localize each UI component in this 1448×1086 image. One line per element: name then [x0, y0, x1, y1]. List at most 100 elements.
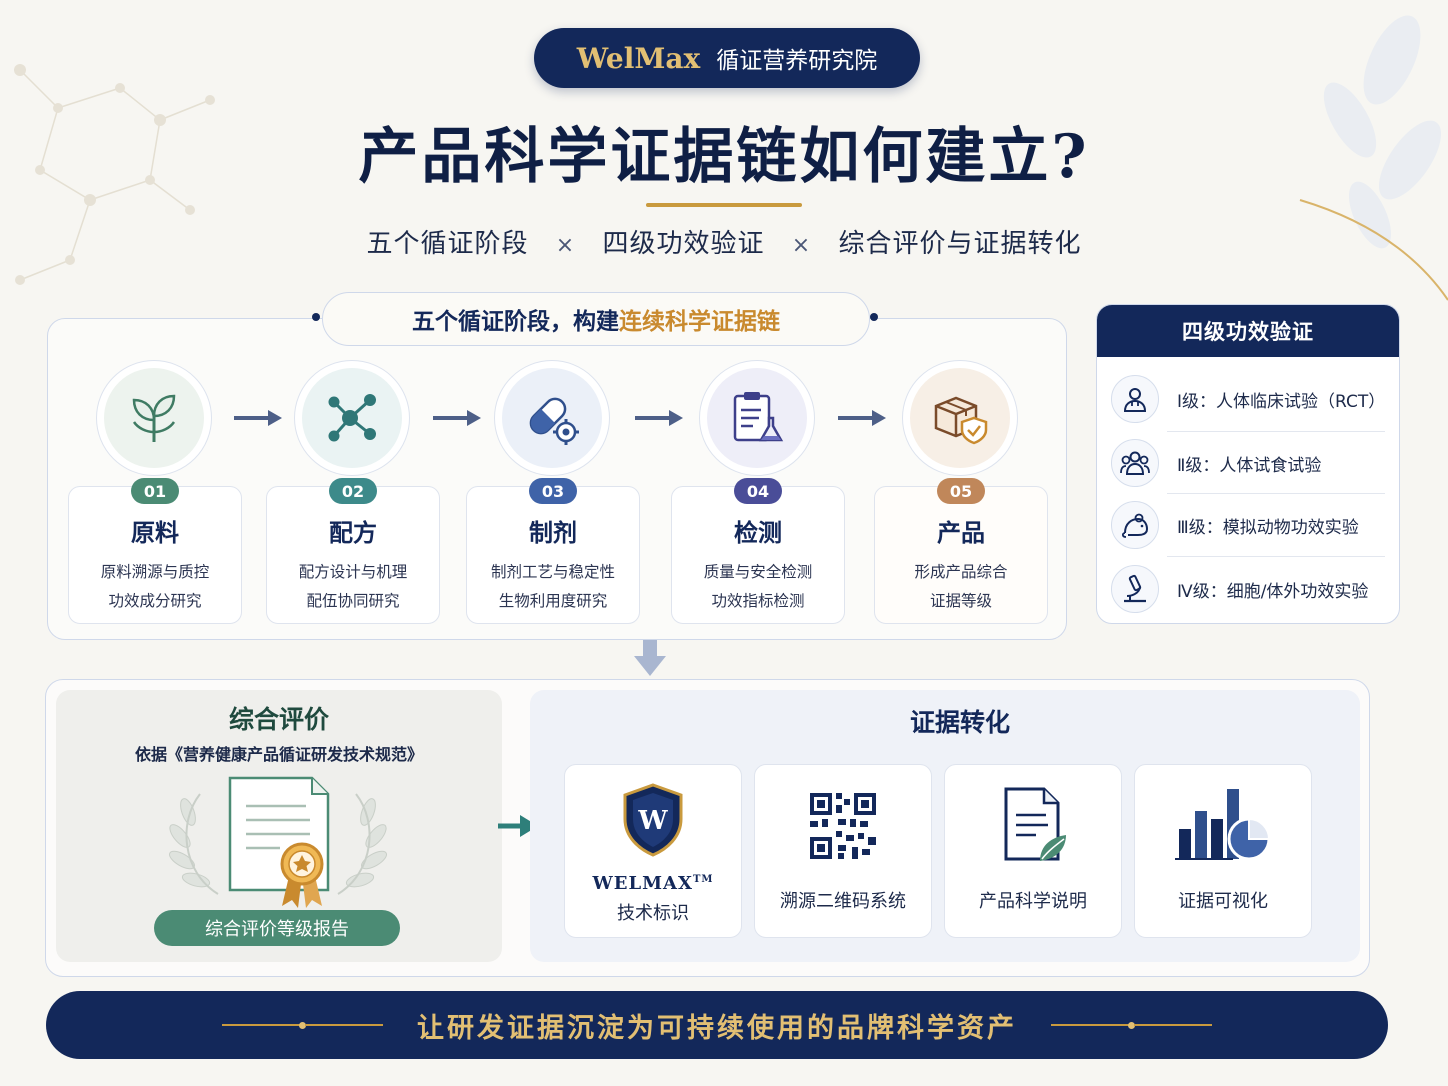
stage-card: 配方 配方设计与机理 配伍协同研究 [266, 486, 440, 624]
level-1-icon-badge [1111, 375, 1159, 423]
molecule-icon [328, 394, 376, 442]
arrow-right-icon [433, 410, 481, 426]
stage-5-circle [902, 360, 1018, 476]
stage-name: 制剂 [529, 518, 577, 547]
stage-number: 05 [937, 478, 985, 504]
footer-ornament-left [222, 1021, 383, 1029]
stage-desc-line-2: 功效指标检测 [711, 592, 805, 610]
stage-product: 05 产品 形成产品综合 证据等级 [874, 360, 1048, 624]
subtitle-part-3: 综合评价与证据转化 [838, 229, 1082, 259]
level-3-icon-badge [1111, 501, 1159, 549]
stage-desc-line-1: 配方设计与机理 [298, 563, 408, 581]
card-evidence-visualization: 证据可视化 [1134, 764, 1312, 938]
level-divider [1167, 431, 1385, 432]
ornament-right-line-1 [1051, 1024, 1129, 1026]
qr-code-icon [810, 793, 876, 859]
card-1-icon-wrap: W [565, 783, 741, 857]
subtitle-separator-2: × [791, 233, 812, 258]
stage-desc-line-2: 证据等级 [929, 592, 992, 610]
card-product-science-doc: 产品科学说明 [944, 764, 1122, 938]
stage-card: 产品 形成产品综合 证据等级 [874, 486, 1048, 624]
level-row-1: Ⅰ级：人体临床试验（RCT） [1111, 371, 1391, 427]
people-icon [1120, 451, 1150, 475]
bar-chart-icon [1175, 789, 1271, 861]
brand-name: WelMax [576, 41, 701, 75]
stage-head-dot-right [870, 313, 878, 321]
card-label: 证据可视化 [1178, 891, 1268, 912]
shield-letter: W [637, 806, 668, 836]
stages-heading: 五个循证阶段，构建连续科学证据链 [322, 292, 870, 346]
page-title: 产品科学证据链如何建立? [358, 122, 1090, 192]
stage-desc-line-2: 生物利用度研究 [498, 592, 608, 610]
card-3-icon-wrap [945, 785, 1121, 865]
level-label: Ⅱ级：人体试食试验 [1177, 455, 1322, 476]
card-welmax-mark: W WELMAXTM 技术标识 [564, 764, 742, 938]
ornament-right-dot [1128, 1021, 1135, 1029]
card-label: 产品科学说明 [979, 891, 1087, 912]
stage-card: 制剂 制剂工艺与稳定性 生物利用度研究 [466, 486, 640, 624]
shield-w-icon: W [623, 783, 683, 857]
subtitle-part-2: 四级功效验证 [602, 229, 765, 259]
arrow-right-icon [234, 410, 282, 426]
arrow-down-icon [634, 640, 666, 676]
stage-preparation: 03 制剂 制剂工艺与稳定性 生物利用度研究 [466, 360, 640, 624]
footer-ornament-right [1051, 1021, 1212, 1029]
capsule-gear-icon [529, 397, 579, 445]
stage-5-circle-inner [910, 368, 1010, 468]
welmax-wordmark-text: WELMAX [592, 873, 693, 894]
arrow-right-icon [498, 815, 538, 837]
welmax-wordmark: WELMAXTM [565, 873, 741, 894]
levels-title: 四级功效验证 [1097, 305, 1399, 357]
stage-4-description: 质量与安全检测 功效指标检测 [672, 558, 844, 616]
ornament-left-line-1 [222, 1024, 300, 1026]
level-label: Ⅲ级：模拟动物功效实验 [1177, 517, 1359, 538]
level-divider [1167, 556, 1385, 557]
stage-desc-line-2: 功效成分研究 [108, 592, 202, 610]
evaluation-report-badge: 综合评价等级报告 [154, 910, 400, 946]
microscope-icon [1124, 574, 1146, 603]
stage-number: 01 [131, 478, 179, 504]
doctor-icon [1123, 388, 1147, 412]
card-label: 溯源二维码系统 [780, 891, 906, 912]
stage-4-circle [699, 360, 815, 476]
arrow-right-icon [635, 410, 683, 426]
card-2-icon-wrap [755, 791, 931, 861]
footer-slogan: 让研发证据沉淀为可持续使用的品牌科学资产 [417, 1012, 1017, 1044]
ornament-right-line-2 [1134, 1024, 1212, 1026]
level-label: Ⅰ级：人体临床试验（RCT） [1177, 391, 1386, 412]
subtitle-part-1: 五个循证阶段 [366, 229, 529, 259]
stage-name: 检测 [734, 518, 782, 547]
stage-desc-line-1: 原料溯源与质控 [100, 563, 210, 581]
subtitle: 五个循证阶段 × 四级功效验证 × 综合评价与证据转化 [0, 223, 1448, 260]
stage-number: 04 [734, 478, 782, 504]
box-shield-icon [934, 396, 988, 445]
stage-3-description: 制剂工艺与稳定性 生物利用度研究 [467, 558, 639, 616]
document-leaf-icon [1004, 787, 1066, 861]
level-4-icon-badge [1111, 565, 1159, 613]
stage-2-description: 配方设计与机理 配伍协同研究 [267, 558, 439, 616]
stage-head-dot-left [312, 313, 320, 321]
stage-name: 原料 [131, 518, 179, 547]
stage-desc-line-1: 制剂工艺与稳定性 [490, 563, 615, 581]
stage-desc-line-1: 形成产品综合 [914, 563, 1008, 581]
stage-3-circle [494, 360, 610, 476]
stage-name: 产品 [937, 518, 985, 547]
ornament-left-dot [299, 1021, 306, 1029]
subtitle-separator-1: × [555, 233, 576, 258]
level-row-2: Ⅱ级：人体试食试验 [1111, 435, 1391, 491]
evaluation-basis: 依据《营养健康产品循证研发技术规范》 [134, 745, 423, 764]
arrow-right-icon [838, 410, 886, 426]
stage-1-description: 原料溯源与质控 功效成分研究 [69, 558, 241, 616]
stage-desc-line-2: 配伍协同研究 [306, 592, 400, 610]
brand-pill: WelMax 循证营养研究院 [534, 28, 920, 88]
stage-1-circle [96, 360, 212, 476]
stage-formula: 02 配方 配方设计与机理 配伍协同研究 [266, 360, 440, 624]
stage-4-circle-inner [707, 368, 807, 468]
transformation-title: 证据转化 [909, 708, 1010, 737]
stage-3-circle-inner [502, 368, 602, 468]
card-4-icon-wrap [1135, 785, 1311, 865]
stage-number: 02 [329, 478, 377, 504]
stage-1-circle-inner [104, 368, 204, 468]
stage-2-circle [294, 360, 410, 476]
report-laurel-illustration [169, 776, 387, 908]
